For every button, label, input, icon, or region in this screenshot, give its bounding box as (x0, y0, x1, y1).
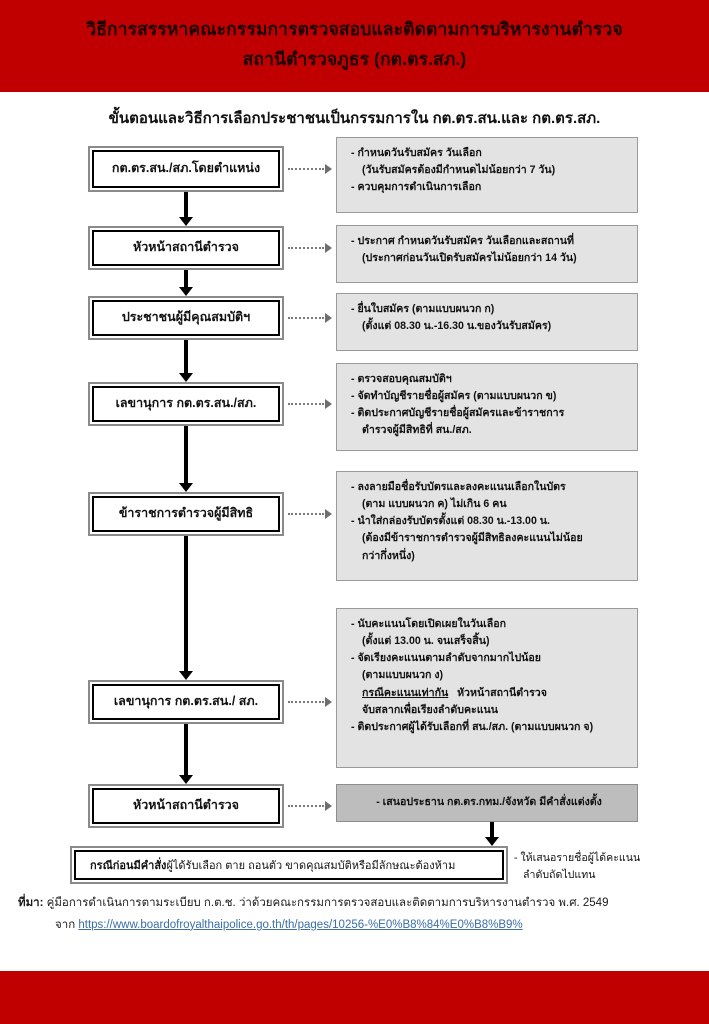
process-box-4[interactable]: เลขานุการ กต.ตร.สน./สภ. (88, 382, 284, 426)
info-box-6-line-5: กรณีคะแนนเท่ากัน หัวหน้าสถานีตำรวจ (351, 685, 627, 702)
process-box-1[interactable]: กต.ตร.สน./สภ.โดยตำแหน่ง (88, 146, 284, 192)
source-line-2: จาก https://www.boardofroyalthaipolice.g… (0, 915, 709, 937)
dotted-arrow-3 (288, 313, 332, 323)
page-title-line2: สถานีตำรวจภูธร (กต.ตร.สภ.) (242, 49, 467, 69)
dotted-arrow-2 (288, 243, 332, 253)
exception-case-box[interactable]: กรณีก่อนมีคำสั่ง ผู้ได้รับเลือก ตาย ถอนต… (70, 846, 508, 884)
info-box-1-line-1: - กำหนดวันรับสมัคร วันเลือก (351, 147, 482, 159)
process-box-6-label: เลขานุการ กต.ตร.สน./ สภ. (92, 684, 280, 720)
info-box-6-line-6: จับสลากเพื่อเรียงลำดับคะแนน (362, 703, 499, 716)
exception-case-rest: ผู้ได้รับเลือก ตาย ถอนตัว ขาดคุณสมบัติหร… (166, 860, 456, 872)
info-box-1-line-2: (วันรับสมัครต้องมีกำหนดไม่น้อยกว่า 7 วัน… (362, 164, 556, 177)
footer-red-bar (0, 971, 709, 1024)
info-box-5-line-2: (ตาม แบบผนวก ค) ไม่เกิน 6 คน (362, 498, 507, 511)
info-box-5-line-1: - ลงลายมือชื่อรับบัตรและลงคะแนนเลือกในบั… (351, 481, 566, 493)
process-box-7-label: หัวหน้าสถานีตำรวจ (92, 788, 280, 824)
source-line-1: ที่มา: คู่มือการดำเนินการตามระเบียบ ก.ต.… (0, 893, 709, 915)
info-box-2-line-2: (ประกาศก่อนวันเปิดรับสมัครไม่น้อยกว่า 14… (362, 252, 577, 265)
info-box-3: - ยื่นใบสมัคร (ตามแบบผนวก ก) (ตั้งแต่ 08… (336, 293, 638, 351)
dotted-arrow-4 (288, 399, 332, 409)
info-box-1-line-3: - ควบคุมการดำเนินการเลือก (351, 181, 482, 194)
process-box-7[interactable]: หัวหน้าสถานีตำรวจ (88, 784, 284, 828)
process-box-3-label: ประชาชนผู้มีคุณสมบัติฯ (92, 300, 280, 336)
info-box-6-line-7: - ติดประกาศผู้ได้รับเลือกที่ สน./สภ. (ตา… (351, 720, 594, 733)
source-url-link[interactable]: https://www.boardofroyalthaipolice.go.th… (78, 918, 523, 931)
info-box-4-line-1: - ตรวจสอบคุณสมบัติฯ (351, 373, 452, 385)
page-title: วิธีการสรรหาคณะกรรมการตรวจสอบและติดตามกา… (0, 14, 709, 74)
page-title-line1: วิธีการสรรหาคณะกรรมการตรวจสอบและติดตามกา… (86, 19, 623, 39)
process-box-5-label: ข้าราชการตำรวจผู้มีสิทธิ (92, 496, 280, 532)
info-box-6-line-3: - จัดเรียงคะแนนตามลำดับจากมากไปน้อย (351, 652, 541, 665)
dotted-arrow-7 (288, 801, 332, 811)
info-box-6-line-4: (ตามแบบผนวก ง) (362, 669, 444, 682)
info-box-5: - ลงลายมือชื่อรับบัตรและลงคะแนนเลือกในบั… (336, 471, 638, 581)
info-box-4-line-4: ตำรวจผู้มีสิทธิที่ สน./สภ. (362, 424, 472, 437)
process-box-2[interactable]: หัวหน้าสถานีตำรวจ (88, 226, 284, 270)
exception-case-note: - ให้เสนอรายชื่อผู้ได้คะแนน ลำดับถัดไปแท… (514, 850, 704, 884)
info-box-5-line-4: (ต้องมีข้าราชการตำรวจผู้มีสิทธิลงคะแนนไม… (362, 532, 583, 545)
info-box-6-line-5-rest: หัวหน้าสถานีตำรวจ (448, 686, 547, 699)
info-box-5-line-3: - นำใส่กล่องรับบัตรตั้งแต่ 08.30 น.-13.0… (351, 515, 550, 528)
process-box-2-label: หัวหน้าสถานีตำรวจ (92, 230, 280, 266)
dotted-arrow-1 (288, 164, 332, 174)
exception-case-note-line1: - ให้เสนอรายชื่อผู้ได้คะแนน (514, 852, 641, 864)
info-box-1: - กำหนดวันรับสมัคร วันเลือก (วันรับสมัคร… (336, 137, 638, 213)
header-red-bar (0, 0, 709, 92)
dotted-arrow-6 (288, 697, 332, 707)
process-box-6[interactable]: เลขานุการ กต.ตร.สน./ สภ. (88, 680, 284, 724)
process-box-1-label: กต.ตร.สน./สภ.โดยตำแหน่ง (92, 150, 280, 188)
exception-case-note-line2: ลำดับถัดไปแทน (523, 869, 596, 882)
info-box-7-line-1: - เสนอประธาน กต.ตร.กทม./จังหวัด มีคำสั่ง… (376, 796, 602, 809)
source-text: คู่มือการดำเนินการตามระเบียบ ก.ต.ช. ว่าด… (43, 897, 609, 909)
source-label: ที่มา: (18, 897, 44, 909)
info-box-4: - ตรวจสอบคุณสมบัติฯ - จัดทำบัญชีรายชื่อผ… (336, 363, 638, 451)
info-box-3-line-1: - ยื่นใบสมัคร (ตามแบบผนวก ก) (351, 303, 495, 315)
info-box-6-line-1: - นับคะแนนโดยเปิดเผยในวันเลือก (351, 618, 507, 630)
info-box-6-line-5-underlined: กรณีคะแนนเท่ากัน (362, 686, 449, 699)
process-box-5[interactable]: ข้าราชการตำรวจผู้มีสิทธิ (88, 492, 284, 536)
info-box-4-line-3: - ติดประกาศบัญชีรายชื่อผู้สมัครและข้าราช… (351, 407, 565, 420)
info-box-2-line-1: - ประกาศ กำหนดวันรับสมัคร วันเลือกและสถา… (351, 235, 574, 247)
diagram-subtitle: ขั้นตอนและวิธีการเลือกประชาชนเป็นกรรมการ… (108, 110, 601, 127)
info-box-2: - ประกาศ กำหนดวันรับสมัคร วันเลือกและสถา… (336, 225, 638, 283)
source-from-label: จาก (55, 918, 79, 931)
dotted-arrow-5 (288, 509, 332, 519)
process-box-4-label: เลขานุการ กต.ตร.สน./สภ. (92, 386, 280, 422)
process-box-3[interactable]: ประชาชนผู้มีคุณสมบัติฯ (88, 296, 284, 340)
info-box-4-line-2: - จัดทำบัญชีรายชื่อผู้สมัคร (ตามแบบผนวก … (351, 390, 557, 403)
info-box-6-line-2: (ตั้งแต่ 13.00 น. จนเสร็จสิ้น) (362, 635, 490, 648)
exception-case-text: กรณีก่อนมีคำสั่ง ผู้ได้รับเลือก ตาย ถอนต… (74, 850, 504, 880)
info-box-7-approval: - เสนอประธาน กต.ตร.กทม./จังหวัด มีคำสั่ง… (336, 784, 638, 822)
info-box-6: - นับคะแนนโดยเปิดเผยในวันเลือก (ตั้งแต่ … (336, 608, 638, 768)
info-box-3-line-2: (ตั้งแต่ 08.30 น.-16.30 น.ของวันรับสมัคร… (362, 320, 552, 333)
info-box-5-line-5: กว่ากึ่งหนึ่ง) (362, 549, 415, 562)
source-citation: ที่มา: คู่มือการดำเนินการตามระเบียบ ก.ต.… (0, 893, 709, 937)
exception-case-bold: กรณีก่อนมีคำสั่ง (90, 860, 167, 872)
